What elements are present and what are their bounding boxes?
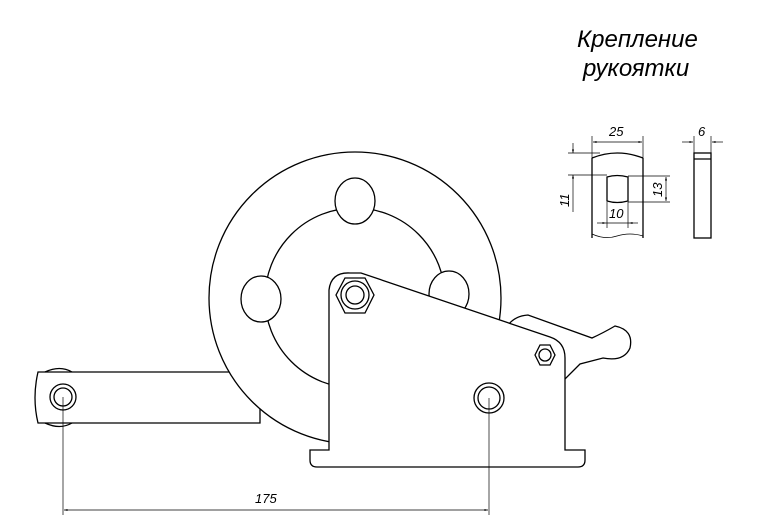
winch-arm xyxy=(34,367,261,428)
main-nut xyxy=(335,277,375,314)
pawl-bolt xyxy=(538,348,552,362)
dimension-6-label: 6 xyxy=(698,124,706,139)
dimension-175-label: 175 xyxy=(255,491,277,506)
main-nut-washer xyxy=(340,280,370,310)
pawl-nut xyxy=(534,344,556,366)
detail-front-view: 25 11 13 10 xyxy=(557,124,670,238)
drum-hole-left xyxy=(240,275,282,323)
drum-hole-top xyxy=(334,177,376,225)
dimension-10-label: 10 xyxy=(609,206,624,221)
title-line-1: Крепление xyxy=(577,26,698,53)
dimension-11-label: 11 xyxy=(557,194,572,208)
main-bolt xyxy=(345,285,365,305)
bracket-plate xyxy=(309,272,586,468)
detail-square-hole xyxy=(606,174,629,204)
dimension-13-label: 13 xyxy=(650,182,665,197)
title-line-2: рукоятки xyxy=(582,55,689,82)
detail-side-view: 6 xyxy=(682,124,723,239)
dimension-25-label: 25 xyxy=(608,124,624,139)
dimension-175: 175 xyxy=(62,397,490,515)
